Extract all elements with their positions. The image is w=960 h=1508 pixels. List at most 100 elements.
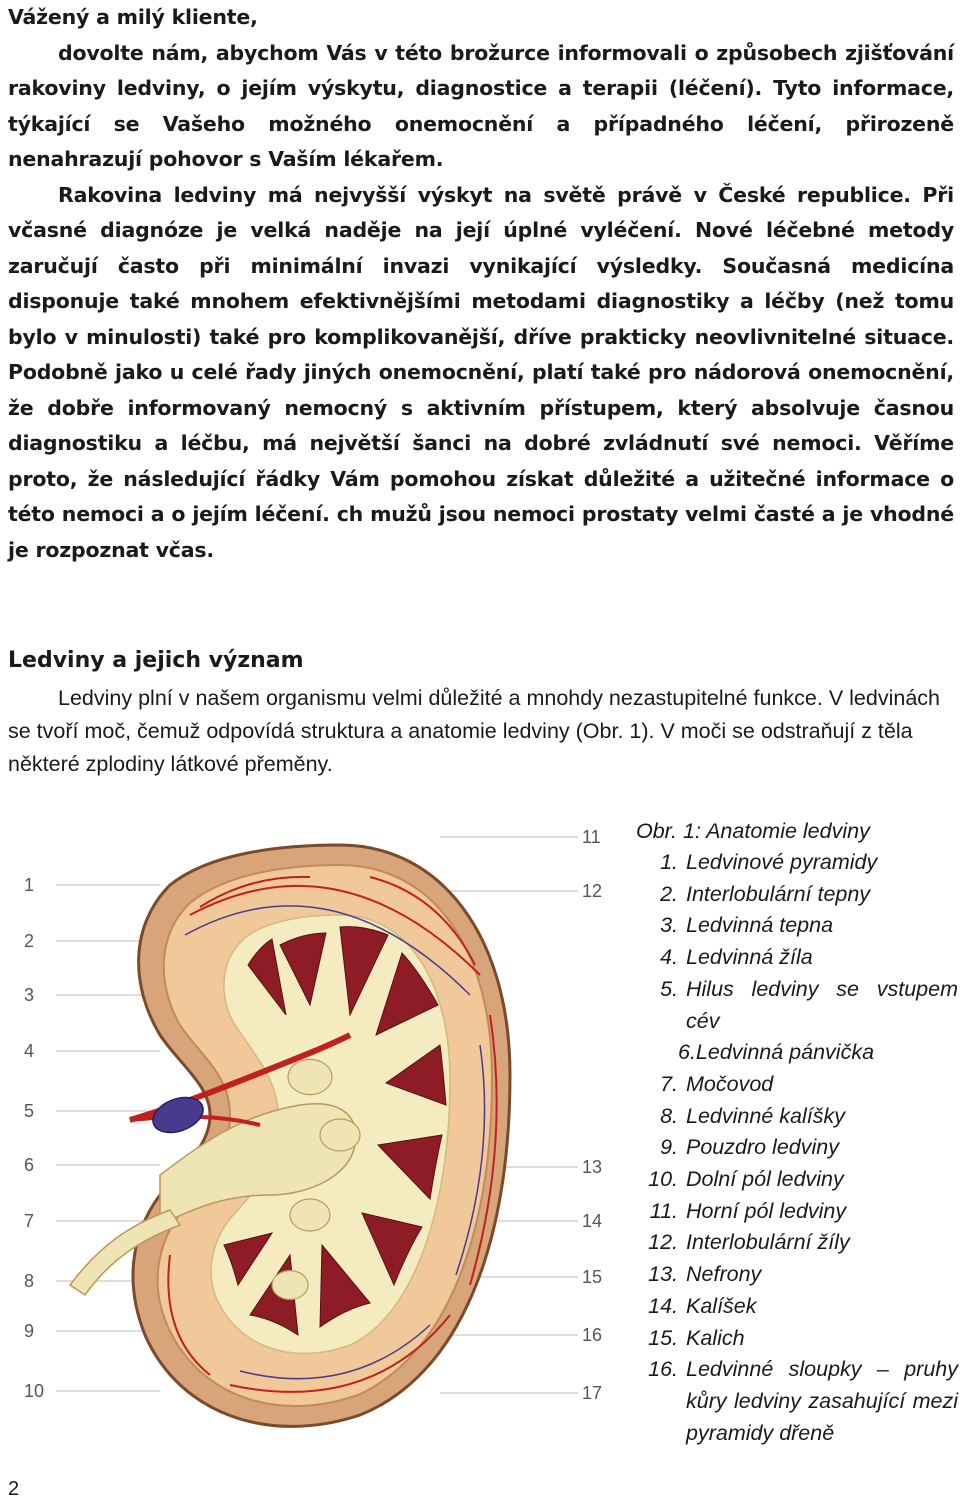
greeting: Vážený a milý kliente, xyxy=(8,5,258,29)
legend-item: 9. Pouzdro ledviny xyxy=(636,1132,958,1164)
legend-item-number: 7. xyxy=(660,1071,678,1096)
renal-pyramid xyxy=(384,1044,447,1106)
renal-pyramid xyxy=(376,1134,443,1201)
legend-item-number: 12. xyxy=(648,1230,678,1255)
legend-item-text: Hilus ledviny se vstupem cév xyxy=(686,976,958,1033)
interlobular-vessel xyxy=(167,1254,211,1376)
renal-pyramid xyxy=(223,1232,274,1287)
section-title: Ledviny a jejich význam xyxy=(8,648,304,673)
calyx xyxy=(287,1058,333,1096)
callout-number: 12 xyxy=(582,881,602,901)
legend-item: 4. Ledvinná žíla xyxy=(636,942,958,974)
caption-title: Obr. 1: Anatomie ledviny xyxy=(636,819,870,843)
interlobular-vessel xyxy=(229,1314,451,1393)
interlobular-vessel xyxy=(469,1014,498,1286)
legend-item-number: 2. xyxy=(660,881,678,906)
callout-number: 15 xyxy=(582,1267,602,1287)
left-label-column: 1 2 3 4 5 6 7 8 9 10 xyxy=(24,875,160,1401)
section-body: Ledviny plní v našem organismu velmi důl… xyxy=(8,686,940,776)
legend-item-number: 13. xyxy=(648,1262,678,1287)
renal-pyramid xyxy=(361,1212,423,1287)
callout-number: 2 xyxy=(24,931,34,951)
interlobular-vessel xyxy=(369,876,476,966)
interlobular-vessel xyxy=(199,875,311,908)
legend-item: 11. Horní pól ledviny xyxy=(636,1196,958,1228)
renal-vein xyxy=(152,1096,204,1134)
renal-pyramid xyxy=(279,932,327,1007)
legend-item-number: 10. xyxy=(648,1167,678,1192)
legend-item: 14. Kalíšek xyxy=(636,1291,958,1323)
caption-legend: 1. Ledvinové pyramidy 2. Interlobulární tep… xyxy=(636,847,958,1449)
callout-number: 8 xyxy=(24,1271,34,1291)
intro-paragraph-1: dovolte nám, abychom Vás v této brožurce… xyxy=(8,40,954,172)
legend-item-number: 16. xyxy=(648,1357,678,1382)
renal-pyramid xyxy=(339,926,389,1017)
calyx xyxy=(289,1198,331,1232)
callout-number: 14 xyxy=(582,1211,602,1231)
legend-item: 1. Ledvinové pyramidy xyxy=(636,847,958,879)
legend-item-text: Interlobulární tepny xyxy=(686,881,871,906)
legend-item-text: Dolní pól ledviny xyxy=(686,1167,844,1192)
legend-item-text: Interlobulární žíly xyxy=(686,1230,850,1255)
legend-item-number: 9. xyxy=(660,1135,678,1160)
callout-number: 4 xyxy=(24,1041,34,1061)
callout-number: 10 xyxy=(24,1381,44,1401)
legend-item-text: Pouzdro ledviny xyxy=(686,1135,839,1160)
legend-item-text: Ledvinná tepna xyxy=(686,913,834,938)
legend-item-text: Ledvinné kalíšky xyxy=(686,1103,845,1128)
callout-number: 3 xyxy=(24,985,34,1005)
calyx xyxy=(319,1118,361,1152)
kidney-drawing xyxy=(68,843,512,1428)
legend-item-number: 5. xyxy=(660,976,678,1001)
legend-item: 2. Interlobulární tepny xyxy=(636,879,958,911)
legend-item-text: Kalíšek xyxy=(686,1293,757,1318)
legend-item: 7. Močovod xyxy=(636,1069,958,1101)
intro-text: Vážený a milý kliente, dovolte nám, abyc… xyxy=(8,0,954,568)
legend-item-number: 15. xyxy=(648,1325,678,1350)
legend-item-text: Močovod xyxy=(686,1071,774,1096)
callout-number: 1 xyxy=(24,875,34,895)
callout-number: 6 xyxy=(24,1155,34,1175)
legend-item: 16. Ledvinné sloupky – pruhy kůry ledviny… xyxy=(636,1354,958,1449)
legend-item: 6.Ledvinná pánvička xyxy=(636,1037,958,1069)
legend-item: 8. Ledvinné kalíšky xyxy=(636,1101,958,1133)
callout-number: 7 xyxy=(24,1211,34,1231)
renal-pyramid xyxy=(375,952,439,1036)
interlobular-vessel xyxy=(189,884,481,976)
page-number: 2 xyxy=(8,1478,20,1500)
callout-number: 13 xyxy=(582,1157,602,1177)
legend-item: 15. Kalich xyxy=(636,1323,958,1355)
legend-item-number: 8. xyxy=(660,1103,678,1128)
legend-item-number: 1. xyxy=(660,850,678,874)
renal-pyramid xyxy=(247,938,287,1016)
legend-item-text: Kalich xyxy=(686,1325,745,1350)
legend-item-text: Ledvinové pyramidy xyxy=(686,850,878,874)
legend-item-number: 3. xyxy=(660,913,678,938)
legend-item-number: 14. xyxy=(648,1293,678,1318)
callout-number: 9 xyxy=(24,1321,34,1341)
figure-caption: Obr. 1: Anatomie ledviny 1. Ledvinové pyr… xyxy=(636,815,958,1449)
legend-item-text: Horní pól ledviny xyxy=(686,1198,847,1223)
interlobular-vein xyxy=(239,1324,431,1380)
legend-item-text: 6.Ledvinná pánvička xyxy=(678,1040,875,1065)
callout-number: 16 xyxy=(582,1325,602,1345)
legend-item: 5. Hilus ledviny se vstupem cév xyxy=(636,974,958,1037)
renal-pyramid xyxy=(319,1243,371,1328)
legend-item: 3. Ledvinná tepna xyxy=(636,910,958,942)
legend-item-number: 4. xyxy=(660,945,678,970)
calyx xyxy=(271,1270,309,1301)
legend-item: 10. Dolní pól ledviny xyxy=(636,1164,958,1196)
legend-item: 12. Interlobulární žíly xyxy=(636,1227,958,1259)
legend-item-text: Ledvinné sloupky – pruhy kůry ledviny za… xyxy=(686,1357,958,1445)
callout-number: 11 xyxy=(582,827,601,847)
legend-item-text: Ledvinná žíla xyxy=(686,945,813,970)
legend-item-number: 11. xyxy=(649,1198,678,1223)
callout-number: 17 xyxy=(582,1383,602,1403)
intro-paragraph-2: Rakovina ledviny má nejvyšší výskyt na s… xyxy=(8,182,954,562)
callout-number: 5 xyxy=(24,1101,34,1121)
ureter xyxy=(68,1209,182,1297)
legend-item: 13. Nefrony xyxy=(636,1259,958,1291)
legend-item-text: Nefrony xyxy=(686,1262,762,1287)
